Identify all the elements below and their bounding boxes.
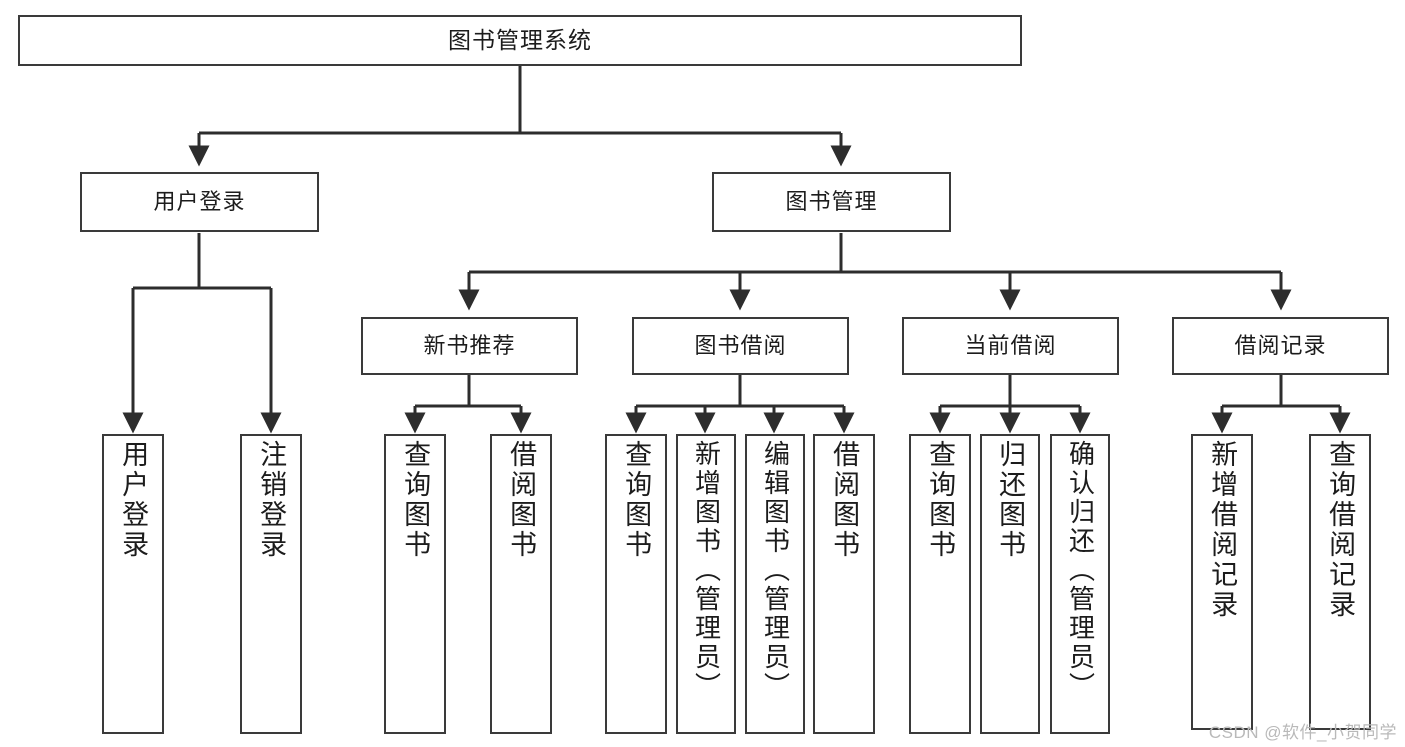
leaf-logout[interactable]: 注销登录 [240,434,302,734]
node-label: 查询图书 [400,440,431,560]
node-root-book-management-system[interactable]: 图书管理系统 [18,15,1022,66]
node-label: 用户登录 [118,440,149,560]
node-borrow-records[interactable]: 借阅记录 [1172,317,1389,375]
node-label: 用户登录 [153,188,246,214]
node-label: 确认归还（管理员） [1065,440,1096,701]
node-user-login[interactable]: 用户登录 [80,172,319,232]
node-label: 查询图书 [925,440,956,560]
node-book-borrow[interactable]: 图书借阅 [632,317,849,375]
leaf-return-book[interactable]: 归还图书 [980,434,1040,734]
node-label: 当前借阅 [964,332,1057,358]
leaf-confirm-return-admin[interactable]: 确认归还（管理员） [1050,434,1110,734]
leaf-query-book-current[interactable]: 查询图书 [909,434,971,734]
node-label: 图书管理系统 [448,26,592,53]
node-label: 归还图书 [995,440,1026,560]
leaf-query-book-borrow[interactable]: 查询图书 [605,434,667,734]
csdn-watermark: CSDN @软件_小贺同学 [1208,723,1397,742]
node-label: 借阅记录 [1234,332,1327,358]
leaf-query-book-recommend[interactable]: 查询图书 [384,434,446,734]
leaf-edit-book-admin[interactable]: 编辑图书（管理员） [745,434,805,734]
node-label: 查询借阅记录 [1325,440,1356,620]
node-label: 新增图书（管理员） [691,440,722,701]
leaf-borrow-book[interactable]: 借阅图书 [813,434,875,734]
node-label: 图书借阅 [694,332,787,358]
node-label: 借阅图书 [506,440,537,560]
node-label: 新增借阅记录 [1207,440,1238,620]
node-label: 注销登录 [256,440,287,560]
node-label: 图书管理 [785,188,878,214]
node-label: 编辑图书（管理员） [760,440,791,701]
leaf-add-book-admin[interactable]: 新增图书（管理员） [676,434,736,734]
leaf-user-login[interactable]: 用户登录 [102,434,164,734]
node-book-management[interactable]: 图书管理 [712,172,951,232]
node-current-borrow[interactable]: 当前借阅 [902,317,1119,375]
node-label: 查询图书 [621,440,652,560]
node-new-book-recommend[interactable]: 新书推荐 [361,317,578,375]
leaf-query-borrow-record[interactable]: 查询借阅记录 [1309,434,1371,730]
leaf-borrow-book-recommend[interactable]: 借阅图书 [490,434,552,734]
node-label: 借阅图书 [829,440,860,560]
leaf-add-borrow-record[interactable]: 新增借阅记录 [1191,434,1253,730]
node-label: 新书推荐 [423,332,516,358]
